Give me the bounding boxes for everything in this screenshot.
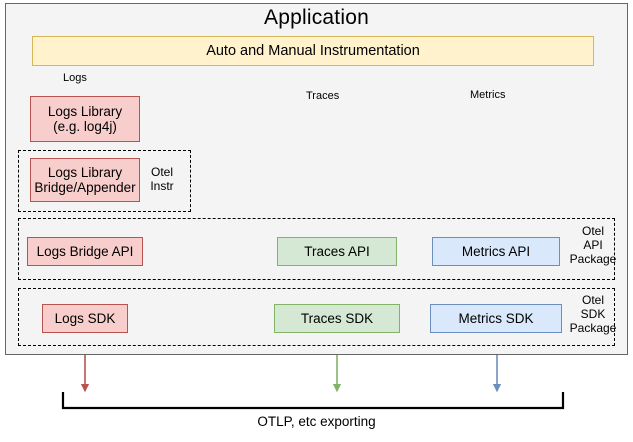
- group-otel-sdk-package-label-line2: SDK: [580, 307, 606, 321]
- group-otel-api-package-label-line2: API: [583, 238, 603, 252]
- group-otel-instr-label-line2: Instr: [150, 179, 174, 193]
- node-traces-sdk[interactable]: Traces SDK: [274, 304, 400, 333]
- group-otel-instr: [18, 150, 191, 212]
- node-logs-library[interactable]: Logs Library (e.g. log4j): [30, 96, 140, 142]
- group-otel-sdk-package-label-line1: Otel: [581, 293, 604, 307]
- edge-label-metrics: Metrics: [470, 89, 506, 101]
- page-title: Application: [264, 6, 369, 29]
- node-logs-sdk[interactable]: Logs SDK: [42, 304, 128, 333]
- node-traces-api[interactable]: Traces API: [277, 237, 397, 266]
- node-logs-bridge-appender-line2: Bridge/Appender: [34, 180, 136, 195]
- edge-label-traces: Traces: [306, 90, 340, 102]
- group-otel-api-package-label-line1: Otel: [581, 224, 604, 238]
- node-logs-sdk-label: Logs SDK: [54, 311, 116, 326]
- group-otel-sdk-package-label: Otel SDK Package: [562, 293, 624, 335]
- node-metrics-sdk-label: Metrics SDK: [458, 311, 534, 326]
- node-logs-bridge-api[interactable]: Logs Bridge API: [27, 237, 143, 266]
- group-otel-api-package: [18, 218, 615, 280]
- node-metrics-api[interactable]: Metrics API: [432, 237, 560, 266]
- edge-label-logs: Logs: [63, 72, 87, 84]
- node-metrics-api-label: Metrics API: [461, 244, 531, 259]
- node-logs-library-line1: Logs Library: [47, 104, 123, 119]
- auto-and-manual-instrumentation-box[interactable]: Auto and Manual Instrumentation: [32, 36, 594, 66]
- group-otel-sdk-package: [18, 288, 615, 346]
- node-traces-api-label: Traces API: [304, 244, 370, 259]
- export-label: OTLP, etc exporting: [257, 414, 376, 429]
- node-metrics-sdk[interactable]: Metrics SDK: [430, 304, 562, 333]
- group-otel-instr-label-line1: Otel: [150, 165, 173, 179]
- group-otel-api-package-label-line3: Package: [569, 252, 617, 266]
- node-logs-library-bridge-appender[interactable]: Logs Library Bridge/Appender: [30, 158, 140, 202]
- node-logs-bridge-api-label: Logs Bridge API: [36, 244, 134, 259]
- group-otel-sdk-package-label-line3: Package: [569, 321, 617, 335]
- group-otel-api-package-label: Otel API Package: [562, 224, 624, 266]
- node-logs-library-line2: (e.g. log4j): [53, 119, 117, 134]
- group-otel-instr-label: Otel Instr: [138, 165, 186, 193]
- node-logs-bridge-appender-line1: Logs Library: [47, 165, 123, 180]
- instrumentation-label: Auto and Manual Instrumentation: [206, 43, 420, 59]
- node-traces-sdk-label: Traces SDK: [300, 311, 374, 326]
- export-bracket: [61, 392, 565, 410]
